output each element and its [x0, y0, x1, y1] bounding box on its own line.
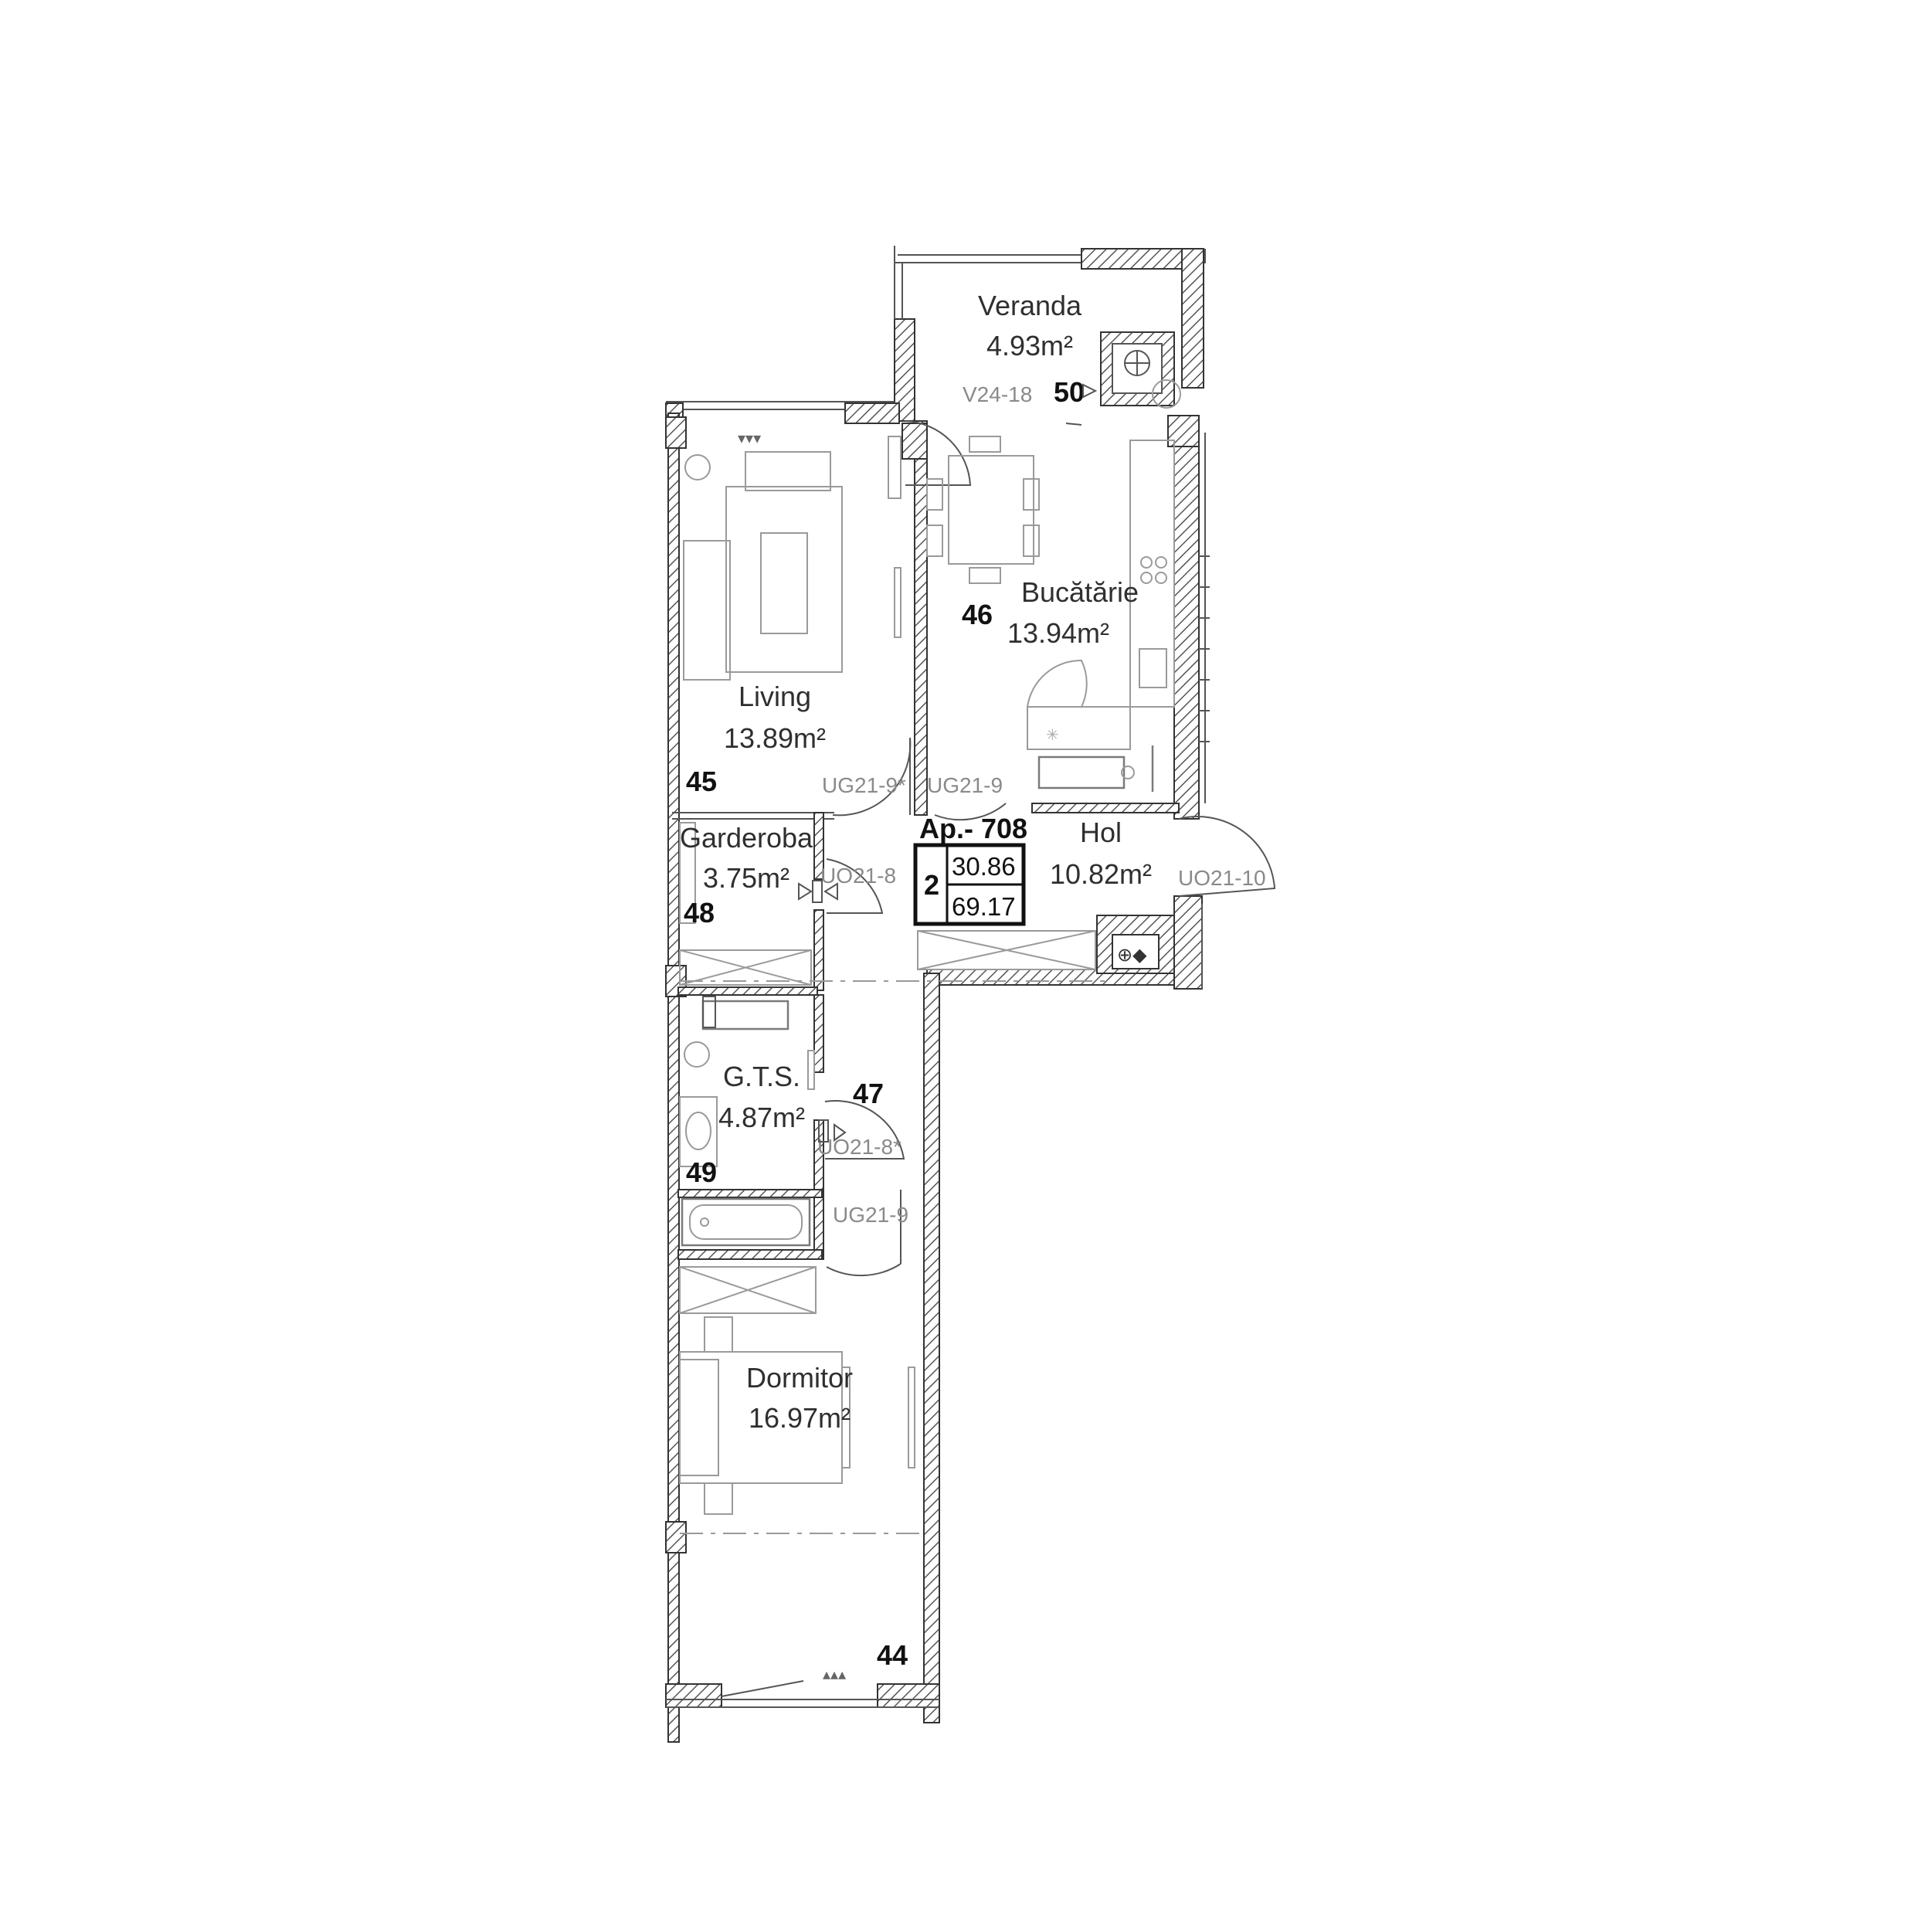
- tag-wardrobe-door: UO21-8: [820, 864, 896, 888]
- walls: [665, 246, 1210, 1743]
- bathtub: [681, 1197, 811, 1247]
- left-exterior-wall: [667, 413, 680, 1743]
- lamp-icon: [684, 454, 711, 480]
- living-area: 13.89m²: [724, 722, 826, 754]
- living-door-arc: [832, 737, 912, 817]
- sink-bath: [679, 1096, 718, 1167]
- veranda-wall-right: [1181, 248, 1204, 389]
- bathroom-door-arc: [824, 1100, 905, 1160]
- living-number: 45: [686, 766, 717, 797]
- vent-icon: [1082, 383, 1098, 399]
- living-kitchen-partition: [914, 420, 928, 816]
- kitchen-name: Bucătărie: [1021, 576, 1139, 608]
- veranda-wall-top: [1081, 248, 1198, 270]
- apartment-number: Ap.- 708: [919, 813, 1027, 844]
- valve-icon: [798, 882, 813, 901]
- bedroom-door-arc: [826, 1263, 901, 1277]
- tag-living-door: UG21-9*: [822, 773, 906, 797]
- tag-entrance-door: UO21-10: [1178, 866, 1266, 890]
- valve-bath-icon: [834, 1123, 847, 1142]
- hall-area: 10.82m²: [1050, 858, 1152, 890]
- wardrobe-door-arc: [826, 858, 884, 914]
- bathroom-area: 4.87m²: [718, 1102, 805, 1133]
- living-area-value: 30.86: [952, 852, 1016, 881]
- door-symbols: [798, 383, 1098, 1143]
- door-tags: V24-18 UG21-9* UG21-9 UO21-10 UO21-8 UO2…: [817, 382, 1266, 1227]
- tag-veranda-window: V24-18: [963, 382, 1032, 406]
- doors: [824, 420, 1276, 1277]
- corridor-number: 47: [853, 1078, 884, 1109]
- bathroom-number: 49: [686, 1156, 717, 1188]
- kitchen-area: 13.94m²: [1007, 617, 1109, 649]
- bathroom-name: G.T.S.: [723, 1061, 800, 1092]
- sink-icon: [1139, 648, 1167, 688]
- living-name: Living: [739, 681, 811, 712]
- dining-table: [948, 455, 1034, 565]
- kitchen-right-wall: [1173, 416, 1200, 820]
- wardrobe-number: 48: [684, 897, 715, 929]
- radiator-icon: ▾▾▾: [738, 430, 761, 447]
- entrance-door-arc: [1178, 816, 1276, 897]
- kitchen-door-arc: [934, 803, 1007, 821]
- veranda-number: 50: [1054, 376, 1085, 408]
- tag-kitchen-door: UG21-9: [927, 773, 1003, 797]
- apartment-label: Ap.- 708 2 30.86 69.17: [913, 813, 1027, 926]
- hall-name: Hol: [1080, 817, 1122, 848]
- veranda-area: 4.93m²: [986, 330, 1073, 362]
- wardrobe-closet: [679, 949, 812, 986]
- bedroom-name: Dormitor: [746, 1362, 853, 1394]
- total-area-value: 69.17: [952, 892, 1016, 921]
- electric-panel-icon: ⊕◆: [1117, 945, 1147, 966]
- svg-text:✳: ✳: [1046, 727, 1059, 744]
- wardrobe-name: Garderoba: [680, 822, 813, 854]
- rooms-count: 2: [924, 869, 939, 901]
- wardrobe-area: 3.75m²: [703, 862, 789, 894]
- radiator-bedroom-icon: ▴▴▴: [823, 1666, 846, 1683]
- coffee-table: [760, 532, 808, 634]
- bedroom-right-wall: [923, 973, 940, 1723]
- veranda-name: Veranda: [978, 290, 1082, 321]
- sofa: [683, 540, 731, 681]
- furniture: ▾▾▾ ✳ ⊕◆: [679, 331, 1181, 1683]
- bedroom-area: 16.97m²: [749, 1402, 851, 1434]
- kitchen-number: 46: [962, 599, 993, 630]
- bedroom-number: 44: [877, 1639, 908, 1671]
- bedroom-closet: [679, 1266, 817, 1314]
- tag-bathroom-door: UO21-8*: [817, 1135, 901, 1159]
- room-labels: Veranda 4.93m² 50 Living 13.89m² 45 Bucă…: [680, 290, 1152, 1671]
- veranda-door: [905, 420, 972, 486]
- kitchen-counter: [1129, 440, 1175, 708]
- washer-icon: [684, 1041, 710, 1068]
- tag-bedroom-door: UG21-9: [833, 1203, 908, 1227]
